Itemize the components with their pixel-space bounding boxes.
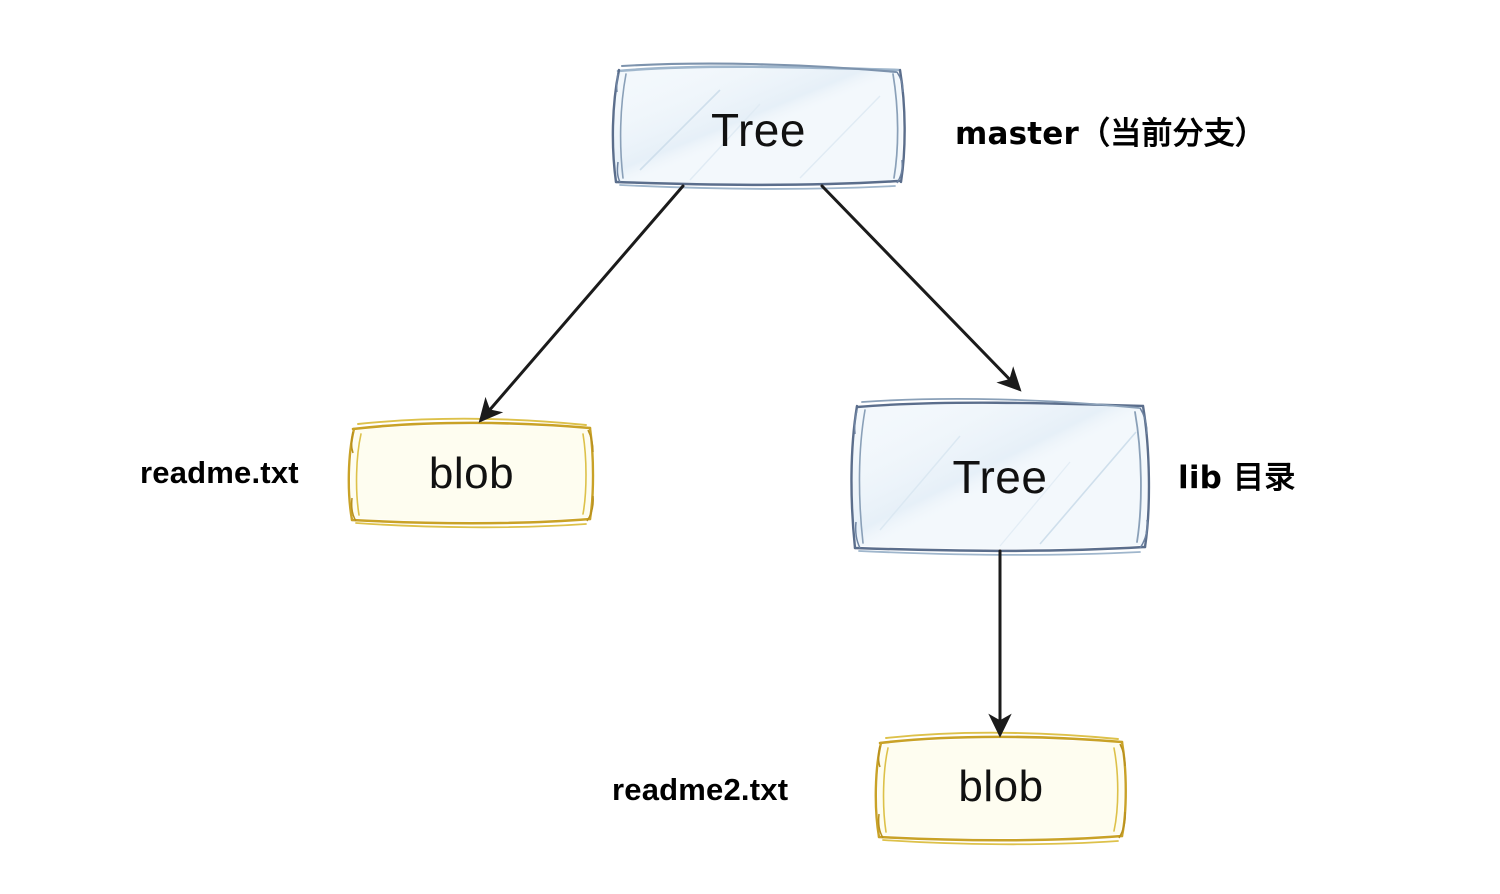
annotation-master-branch: master（当前分支） xyxy=(955,116,1267,152)
node-tree-root-hitbox[interactable] xyxy=(612,62,905,185)
node-tree-lib[interactable] xyxy=(850,397,1151,556)
annotation-readme-txt: readme.txt xyxy=(140,455,299,490)
node-blob-readme2-hitbox[interactable] xyxy=(875,735,1127,840)
node-blob-readme2[interactable] xyxy=(874,731,1127,846)
node-tree-root[interactable] xyxy=(611,62,906,190)
node-tree-lib-hitbox[interactable] xyxy=(850,398,1150,550)
edge-tree-to-lib xyxy=(820,184,1022,392)
annotation-lib-directory: lib 目录 xyxy=(1178,460,1296,496)
node-blob-readme[interactable] xyxy=(347,417,595,529)
edge-tree-to-readme xyxy=(478,184,685,423)
node-blob-readme-hitbox[interactable] xyxy=(348,422,595,523)
annotation-readme2-txt: readme2.txt xyxy=(612,772,789,807)
